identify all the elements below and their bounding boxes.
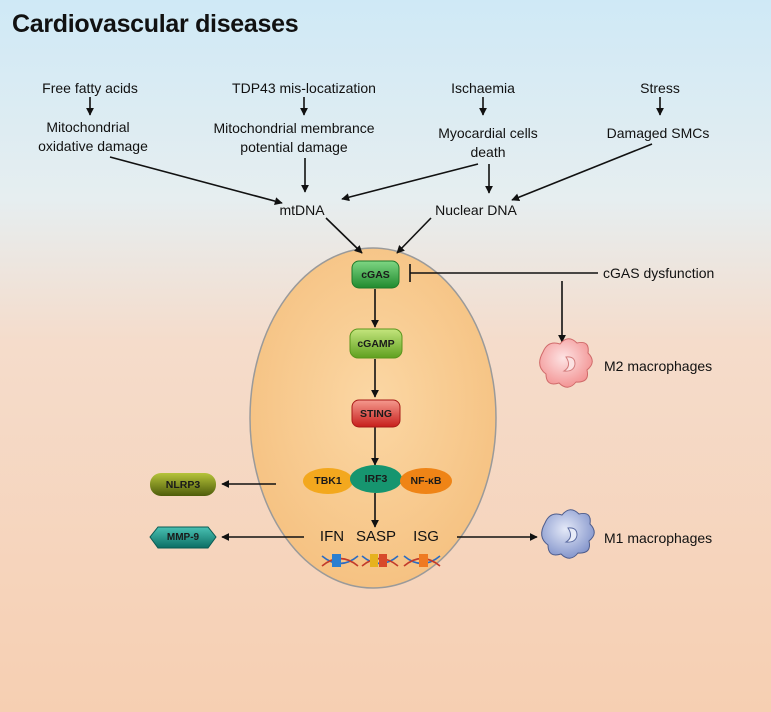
cause-stress: Stress bbox=[640, 80, 680, 96]
nlrp3-box bbox=[150, 473, 216, 496]
mmp9-label: MMP-9 bbox=[166, 532, 200, 543]
nuclear-dna-label: Nuclear DNA bbox=[435, 202, 517, 218]
mtdna-label: mtDNA bbox=[279, 202, 325, 218]
myocardial-line2: death bbox=[470, 144, 506, 160]
isg-label: ISG bbox=[413, 528, 439, 545]
arrow-mito-to-mtdna bbox=[109, 156, 283, 206]
cause-free-fatty-acids: Free fatty acids bbox=[42, 80, 138, 96]
dna-helix-icons bbox=[321, 554, 441, 567]
m1-macrophages-label: M1 macrophages bbox=[604, 530, 713, 546]
irf3-label: IRF3 bbox=[364, 473, 388, 485]
myocardial-line1: Myocardial cells bbox=[438, 125, 538, 141]
mito-oxidative-line1: Mitochondrial bbox=[46, 119, 130, 135]
m2-macrophages-label: M2 macrophages bbox=[604, 358, 713, 374]
mito-oxidative-line2: oxidative damage bbox=[38, 138, 148, 154]
cgas-dysfunction-label: cGAS dysfunction bbox=[603, 265, 715, 281]
ifn-label: IFN bbox=[319, 528, 345, 545]
tbk1-shape bbox=[303, 468, 353, 494]
sting-label: STING bbox=[359, 407, 393, 420]
arrow-myo-to-mtdna bbox=[341, 163, 479, 202]
nlrp3-label: NLRP3 bbox=[165, 478, 201, 491]
m2-macrophage-icon bbox=[539, 338, 593, 388]
cgamp-label: cGAMP bbox=[357, 337, 395, 350]
sting-box bbox=[351, 399, 401, 428]
nfkb-label: NF-κB bbox=[410, 475, 442, 487]
damaged-smcs: Damaged SMCs bbox=[606, 125, 710, 141]
arrow-smc-to-nuclear bbox=[511, 143, 653, 202]
cause-tdp43: TDP43 mis-locatization bbox=[232, 80, 376, 96]
cgas-label: cGAS bbox=[361, 268, 390, 281]
mmp9-hexagon bbox=[149, 526, 217, 549]
irf3-shape bbox=[350, 465, 402, 493]
m1-macrophage-icon bbox=[541, 509, 595, 559]
mito-membrane-line2: potential damage bbox=[240, 139, 348, 155]
page-title: Cardiovascular diseases bbox=[12, 10, 299, 38]
mito-membrane-line1: Mitochondrial membrance bbox=[213, 120, 375, 136]
nfkb-shape bbox=[400, 468, 452, 494]
arrow-nuclear-to-cgas bbox=[396, 217, 432, 254]
cause-ischaemia: Ischaemia bbox=[451, 80, 515, 96]
cgas-box bbox=[351, 260, 400, 289]
sasp-label: SASP bbox=[355, 528, 397, 545]
arrow-mtdna-to-cgas bbox=[325, 217, 363, 254]
cgamp-box bbox=[349, 328, 403, 359]
tbk1-label: TBK1 bbox=[314, 475, 342, 487]
